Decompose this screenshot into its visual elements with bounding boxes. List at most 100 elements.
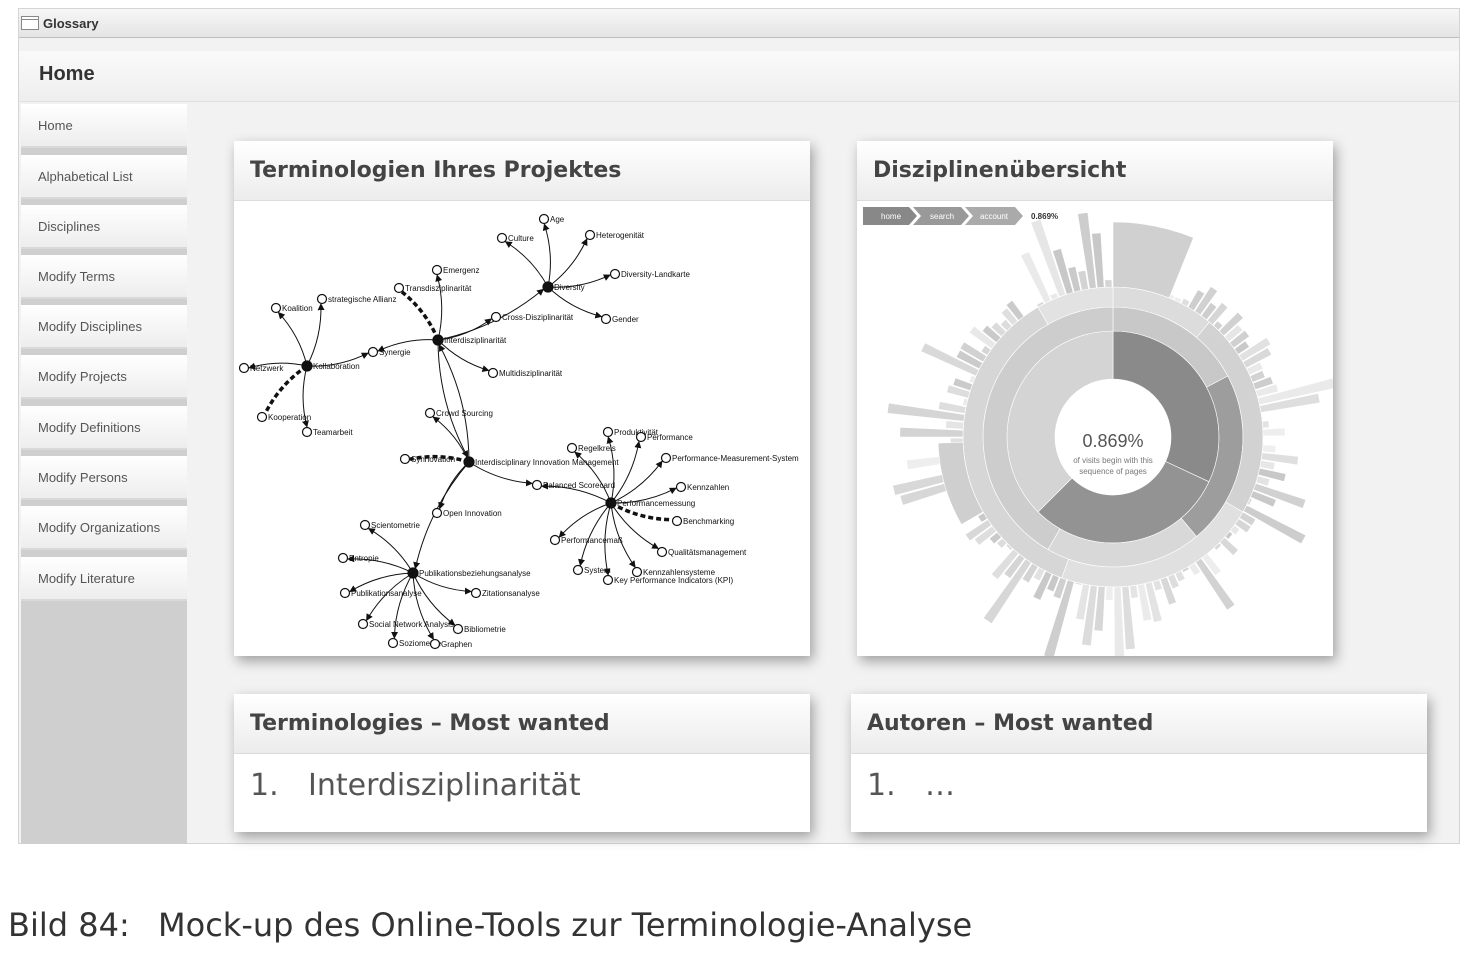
graph-node-synergie[interactable] xyxy=(367,346,379,358)
sunburst-segment[interactable] xyxy=(1261,420,1270,429)
graph-node-zitat[interactable] xyxy=(470,587,482,599)
breadcrumb-search[interactable] xyxy=(913,207,969,225)
sunburst-segment[interactable] xyxy=(1229,329,1250,349)
sunburst-segment[interactable] xyxy=(1194,285,1218,316)
graph-node-publ[interactable] xyxy=(407,567,419,579)
sunburst-segment[interactable] xyxy=(959,341,988,363)
graph-node-system[interactable] xyxy=(572,564,584,576)
graph-node-publanal[interactable] xyxy=(339,587,351,599)
breadcrumb-account[interactable] xyxy=(965,207,1023,225)
graph-node-gender[interactable] xyxy=(600,313,612,325)
sunburst-segment[interactable] xyxy=(1032,567,1046,582)
sunburst-segment[interactable] xyxy=(1219,536,1239,556)
sunburst-segment[interactable] xyxy=(1052,577,1068,600)
sunburst-segment[interactable] xyxy=(1255,475,1271,487)
graph-node-emergenz[interactable] xyxy=(431,264,443,276)
graph-node-kennzsys[interactable] xyxy=(631,566,643,578)
graph-node-strat[interactable] xyxy=(316,293,328,305)
sunburst-segment[interactable] xyxy=(1129,584,1139,599)
sunburst-segment[interactable] xyxy=(1091,232,1105,289)
sunburst-segment[interactable] xyxy=(1021,562,1039,584)
sidebar-item-modify-projects[interactable]: Modify Projects xyxy=(21,355,187,399)
sunburst-segment[interactable] xyxy=(1259,460,1276,471)
sunburst-segment[interactable] xyxy=(1112,221,1194,299)
graph-node-synnov[interactable] xyxy=(399,453,411,465)
sunburst-segment[interactable] xyxy=(1046,574,1060,593)
sunburst-segment[interactable] xyxy=(886,402,966,422)
graph-node-regelkreis[interactable] xyxy=(566,442,578,454)
sunburst-segment[interactable] xyxy=(990,548,1020,580)
graph-node-kennz[interactable] xyxy=(675,481,687,493)
sunburst-segment[interactable] xyxy=(964,519,993,542)
sunburst-segment[interactable] xyxy=(1020,251,1052,304)
sunburst-segment[interactable] xyxy=(1137,583,1153,622)
graph-node-divland[interactable] xyxy=(609,268,621,280)
sunburst-segment[interactable] xyxy=(1262,427,1286,437)
graph-node-koop[interactable] xyxy=(256,411,268,423)
sunburst-segment[interactable] xyxy=(1201,553,1222,576)
graph-node-diversity[interactable] xyxy=(542,281,554,293)
sunburst-segment[interactable] xyxy=(1200,301,1218,321)
sunburst-segment[interactable] xyxy=(946,384,971,399)
sunburst-segment[interactable] xyxy=(1238,511,1257,527)
graph-node-netzwerk[interactable] xyxy=(238,362,250,374)
graph-node-perf[interactable] xyxy=(635,431,647,443)
sunburst-segment[interactable] xyxy=(1250,490,1277,508)
sunburst-segment[interactable] xyxy=(952,377,973,392)
sunburst-segment[interactable] xyxy=(955,349,983,370)
sunburst-segment[interactable] xyxy=(1167,573,1180,590)
sidebar-item-modify-disciplines[interactable]: Modify Disciplines xyxy=(21,305,187,349)
sunburst-segment[interactable] xyxy=(1187,289,1206,312)
term-network-graph[interactable]: InterdisziplinaritätDiversityKollaborati… xyxy=(234,201,810,656)
sunburst-segment[interactable] xyxy=(899,427,964,438)
sunburst-segment[interactable] xyxy=(1260,413,1264,421)
sunburst-segment[interactable] xyxy=(1174,570,1186,583)
sidebar-item-disciplines[interactable]: Disciplines xyxy=(21,205,187,249)
graph-node-balsc[interactable] xyxy=(531,479,543,491)
sunburst-segment[interactable] xyxy=(1036,301,1045,308)
graph-node-teamarbeit[interactable] xyxy=(301,426,313,438)
graph-node-perfmess[interactable] xyxy=(605,497,617,509)
sunburst-segment[interactable] xyxy=(1075,583,1090,621)
sunburst-segment[interactable] xyxy=(980,345,992,356)
sunburst-segment[interactable] xyxy=(1105,586,1114,601)
sunburst-segment[interactable] xyxy=(1074,581,1083,586)
sunburst-segment[interactable] xyxy=(1121,585,1136,650)
sunburst-segment[interactable] xyxy=(1207,548,1215,554)
sunburst-segment[interactable] xyxy=(1000,307,1019,326)
sunburst-segment[interactable] xyxy=(945,420,965,430)
sunburst-segment[interactable] xyxy=(1259,393,1321,413)
sunburst-segment[interactable] xyxy=(1152,579,1163,592)
sunburst-segment[interactable] xyxy=(1246,361,1264,376)
graph-node-qual[interactable] xyxy=(656,546,668,558)
graph-node-iim[interactable] xyxy=(463,456,475,468)
sunburst-segment[interactable] xyxy=(1229,524,1241,536)
graph-node-age[interactable] xyxy=(538,213,550,225)
sunburst-segment[interactable] xyxy=(920,342,980,377)
graph-node-kollab[interactable] xyxy=(301,360,313,372)
graph-node-biblio[interactable] xyxy=(452,623,464,635)
graph-node-produkt[interactable] xyxy=(602,426,614,438)
sunburst-segment[interactable] xyxy=(1005,543,1014,551)
sunburst-segment[interactable] xyxy=(962,397,969,407)
graph-node-culture[interactable] xyxy=(496,232,508,244)
sunburst-segment[interactable] xyxy=(1003,553,1026,579)
sunburst-segment[interactable] xyxy=(1243,504,1307,545)
sunburst-segment[interactable] xyxy=(1181,566,1190,573)
graph-node-transdisz[interactable] xyxy=(393,282,405,294)
graph-node-multidisz[interactable] xyxy=(487,367,499,379)
sunburst-segment[interactable] xyxy=(1077,212,1097,290)
sunburst-segment[interactable] xyxy=(999,318,1013,332)
sunburst-segment[interactable] xyxy=(1242,347,1273,369)
sunburst-segment[interactable] xyxy=(1224,324,1244,343)
sunburst-segment[interactable] xyxy=(996,537,1008,549)
graph-node-openinno[interactable] xyxy=(431,507,443,519)
sunburst-segment[interactable] xyxy=(1253,482,1307,509)
sunburst-segment[interactable] xyxy=(1206,301,1229,326)
list-item[interactable]: 1. Interdisziplinarität xyxy=(250,768,581,803)
sunburst-segment[interactable] xyxy=(1261,444,1277,454)
sunburst-segment[interactable] xyxy=(1246,497,1253,506)
sunburst-segment[interactable] xyxy=(1049,292,1059,301)
graph-node-graphen[interactable] xyxy=(429,638,441,650)
sunburst-segment[interactable] xyxy=(1218,311,1244,337)
